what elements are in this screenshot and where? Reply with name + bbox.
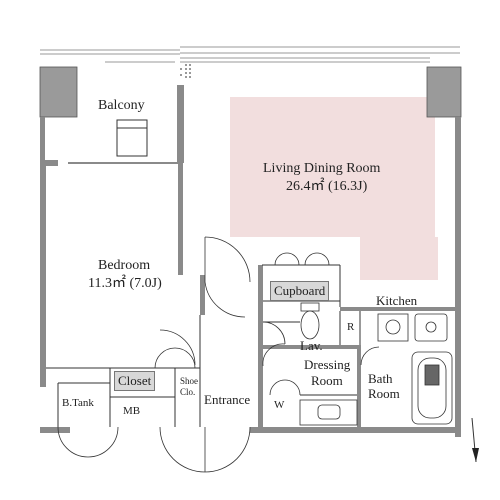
bathtub-icon: [411, 351, 453, 425]
door-swings: [57, 236, 380, 473]
window-dots: [180, 64, 191, 78]
washer-label: W: [274, 399, 285, 411]
interior-lines: [46, 264, 361, 427]
structural-columns: [39, 66, 462, 118]
kitchen-label: Kitchen: [376, 293, 418, 308]
balcony-label: Balcony: [98, 98, 145, 113]
living-dining-area: 26.4㎡ (16.3J): [286, 179, 368, 194]
shoe-closet-label-line1: Shoe: [180, 376, 198, 386]
lavatory-label: Lav.: [300, 338, 323, 353]
bedroom-label: Bedroom: [98, 258, 151, 273]
kitchen-sink-icon: [425, 321, 437, 333]
walls: [40, 85, 461, 437]
stove-icon: [385, 319, 401, 335]
mb-label: MB: [123, 405, 141, 417]
refrigerator-label: R: [347, 321, 355, 333]
top-window: [40, 46, 460, 63]
bedroom-area: 11.3㎡ (7.0J): [88, 276, 162, 291]
toilet-icon: [300, 302, 320, 340]
shoe-closet-label-line2: Clo.: [180, 387, 196, 397]
living-dining-room-label: Living Dining Room: [263, 161, 381, 176]
entrance-label: Entrance: [204, 392, 251, 407]
kitchen-fixtures: [377, 313, 448, 342]
cupboard-label: Cupboard: [270, 281, 330, 301]
bath-room-label-line2: Room: [368, 386, 400, 401]
dressing-room-label-line1: Dressing: [304, 357, 351, 372]
washbasin-icon: [299, 399, 358, 426]
bath-room-label-line1: Bath: [368, 371, 393, 386]
living-room-highlight: [230, 97, 438, 280]
closet-label: Closet: [114, 371, 156, 391]
outdoor-unit: [116, 119, 148, 157]
north-arrow-icon: [471, 417, 479, 463]
dressing-room-label-line2: Room: [311, 373, 343, 388]
b-tank-label: B.Tank: [62, 397, 94, 409]
